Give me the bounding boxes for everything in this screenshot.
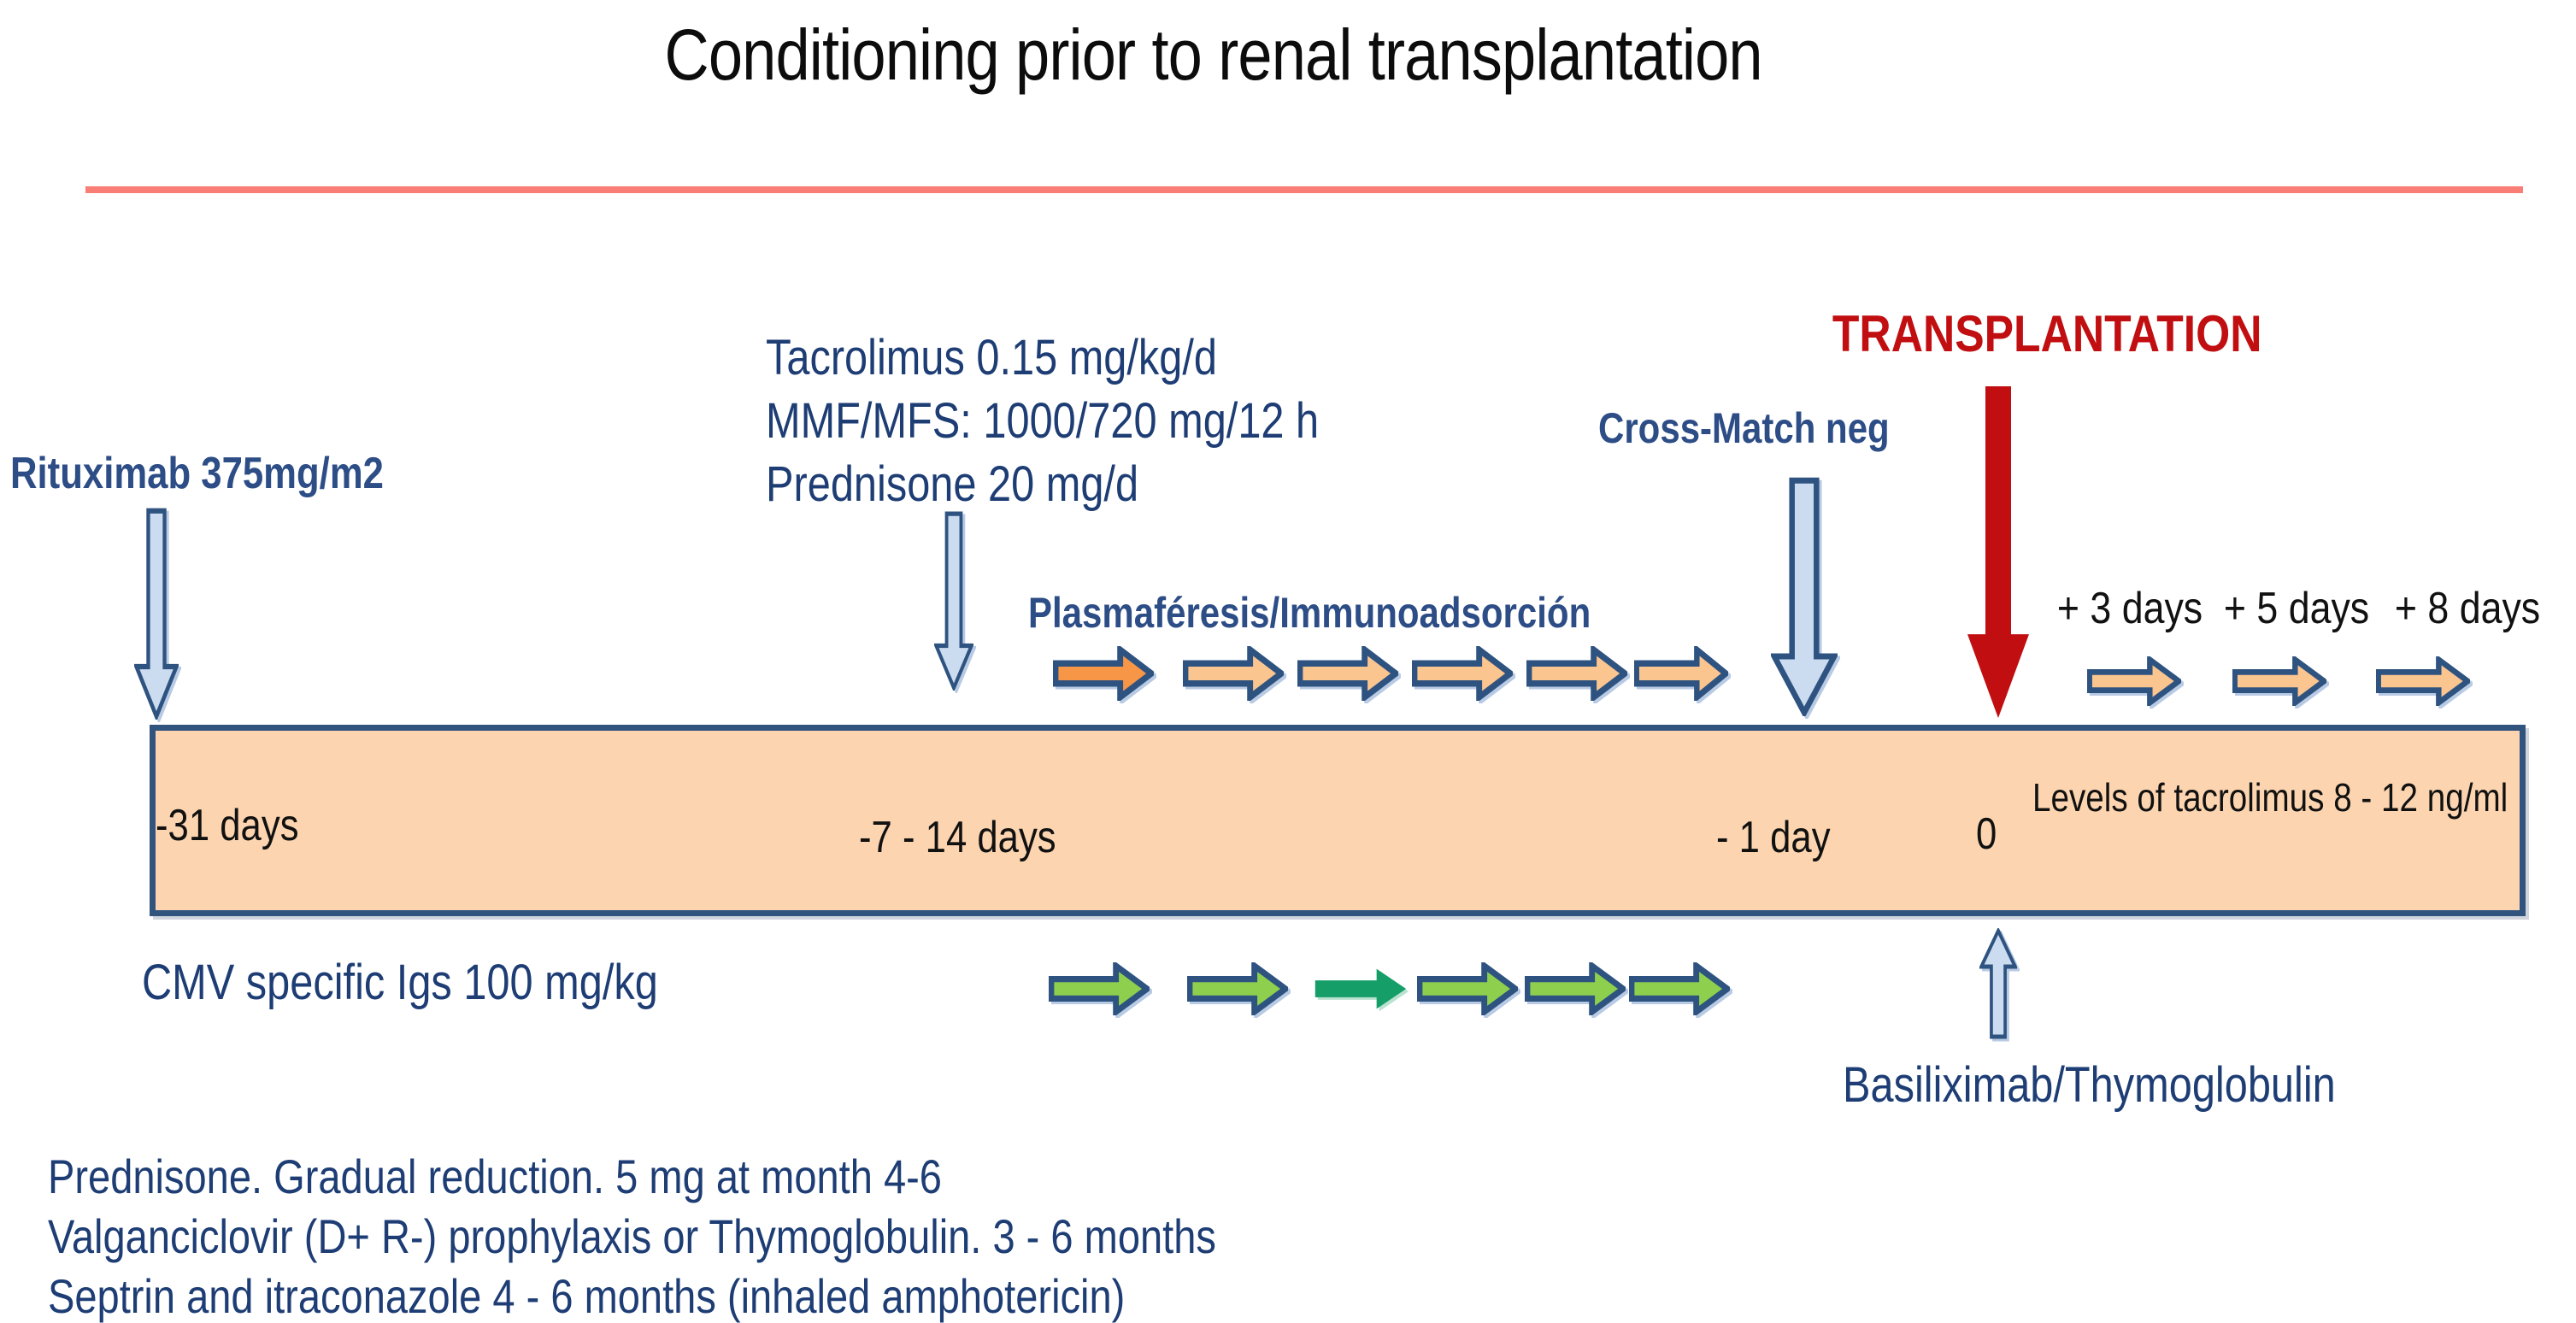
timepoint-minus1: - 1 day [1716, 812, 1852, 863]
transplantation-red-arrow-icon [1966, 386, 2031, 721]
plasmapheresis-arrow-icon [1634, 646, 1728, 701]
prednisone-line: Prednisone 20 mg/d [766, 456, 1139, 512]
timepoint-minus31: -31 days [156, 800, 326, 851]
tacrolimus-levels-note-text: Levels of tacrolimus 8 - 12 ng/ml [2032, 775, 2508, 820]
page-title: Conditioning prior to renal transplantat… [359, 14, 2068, 97]
basiliximab-label: Basiliximab/Thymoglobulin [1843, 1056, 2430, 1114]
rituximab-label: Rituximab 375mg/m2 [10, 448, 455, 499]
cross-match-down-arrow-icon [1771, 477, 1838, 716]
cross-match-label: Cross-Match neg [1598, 403, 1945, 453]
plus5-days-label: + 5 days [2203, 583, 2391, 634]
induction-drugs-block: Tacrolimus 0.15 mg/kg/d MMF/MFS: 1000/72… [766, 326, 1424, 516]
plus3-days-label: + 3 days [2036, 583, 2224, 634]
plasmapheresis-arrow-icon [1053, 646, 1154, 701]
plus8-days-label: + 8 days [2373, 583, 2561, 634]
footer-line-prednisone: Prednisone. Gradual reduction. 5 mg at m… [48, 1150, 942, 1203]
page-title-text: Conditioning prior to renal transplantat… [664, 15, 1763, 95]
basiliximab-label-text: Basiliximab/Thymoglobulin [1843, 1057, 2336, 1113]
cmv-arrow-icon [1417, 962, 1518, 1015]
timepoint-zero: 0 [1976, 808, 2001, 860]
post-transplant-arrow-icon [2376, 656, 2470, 706]
plus8-days-text: + 8 days [2394, 584, 2541, 633]
mmf-line: MMF/MFS: 1000/720 mg/12 h [766, 393, 1320, 449]
cmv-arrow-icon [1629, 962, 1730, 1015]
plasmapheresis-label: Plasmaféresis/Immunoadsorción [1028, 588, 1698, 638]
divider-line [85, 186, 2523, 193]
transplantation-label: TRANSPLANTATION [1786, 304, 2308, 363]
cmv-arrow-icon [1187, 962, 1288, 1015]
basiliximab-up-arrow-icon [1979, 928, 2017, 1039]
plus3-days-text: + 3 days [2056, 584, 2203, 633]
plasmapheresis-arrow-icon [1183, 646, 1284, 701]
tacrolimus-levels-note: Levels of tacrolimus 8 - 12 ng/ml [2032, 774, 2576, 820]
footer-line-septrin: Septrin and itraconazole 4 - 6 months (i… [48, 1269, 1126, 1323]
plasmapheresis-arrow-icon [1297, 646, 1398, 701]
cmv-label: CMV specific Igs 100 mg/kg [142, 954, 756, 1011]
plus5-days-text: + 5 days [2223, 584, 2370, 633]
cross-match-label-text: Cross-Match neg [1598, 404, 1890, 452]
timepoint-minus1-text: - 1 day [1716, 813, 1831, 862]
plasmapheresis-arrow-icon [1412, 646, 1513, 701]
timepoint-minus31-text: -31 days [156, 801, 299, 850]
footer-line-valganciclovir: Valganciclovir (D+ R-) prophylaxis or Th… [48, 1209, 1216, 1263]
rituximab-down-arrow-icon [134, 508, 179, 720]
footer-notes: Prednisone. Gradual reduction. 5 mg at m… [48, 1147, 1438, 1323]
timeline-bar [150, 725, 2526, 916]
tacrolimus-line: Tacrolimus 0.15 mg/kg/d [766, 330, 1218, 385]
plasmapheresis-label-text: Plasmaféresis/Immunoadsorción [1028, 589, 1591, 637]
timepoint-zero-text: 0 [1976, 809, 1997, 859]
cmv-label-text: CMV specific Igs 100 mg/kg [142, 955, 658, 1010]
timepoint-minus7-14: -7 - 14 days [859, 812, 1094, 863]
induction-down-arrow-icon [934, 511, 973, 691]
timepoint-minus7-14-text: -7 - 14 days [859, 813, 1056, 862]
plasmapheresis-arrow-icon [1526, 646, 1627, 701]
rituximab-label-text: Rituximab 375mg/m2 [10, 449, 384, 498]
cmv-arrow-solid-icon [1313, 966, 1409, 1012]
cmv-arrow-icon [1525, 962, 1626, 1015]
post-transplant-arrow-icon [2232, 656, 2326, 706]
post-transplant-arrow-icon [2087, 656, 2181, 706]
transplantation-label-text: TRANSPLANTATION [1832, 305, 2262, 362]
cmv-arrow-icon [1049, 962, 1150, 1015]
